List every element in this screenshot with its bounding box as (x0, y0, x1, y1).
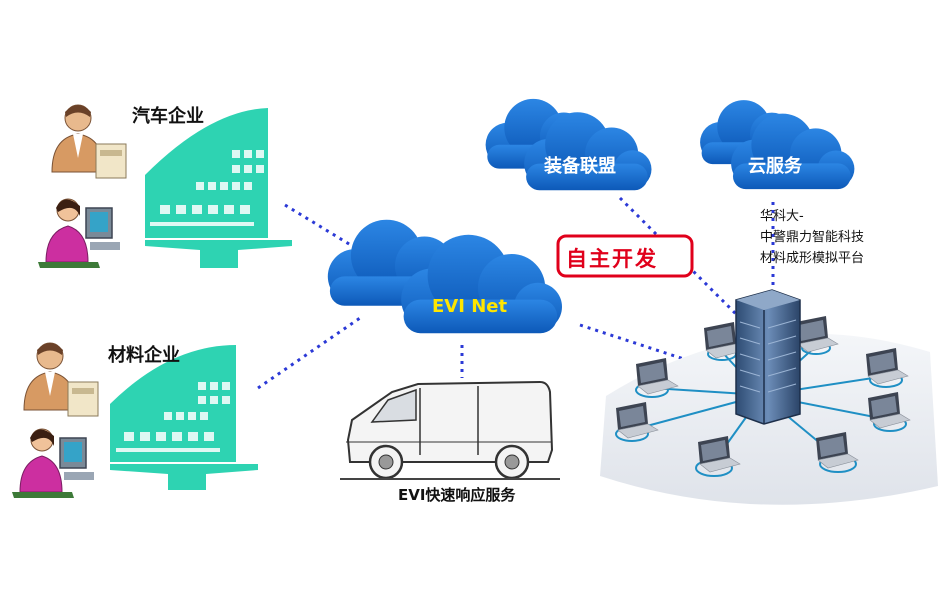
label-auto-enterprise: 汽车企业 (132, 106, 204, 127)
dotted-links (257, 196, 775, 390)
label-cloud-service: 云服务 (748, 156, 802, 177)
platform-line: 材料成形模拟平台 (760, 251, 865, 266)
label-independent-development: 自主开发 (566, 247, 658, 271)
building-icon (145, 108, 292, 268)
person-engineer-icon (51, 104, 127, 179)
building-auto-roof (145, 108, 268, 238)
link-auto-evinet (284, 203, 373, 260)
platform-line: 中警鼎力智能科技 (760, 230, 865, 245)
link-material-evinet (257, 316, 361, 390)
link-evinet-server (579, 323, 749, 382)
person-engineer-icon (23, 342, 99, 417)
label-equipment-alliance: 装备联盟 (544, 156, 616, 177)
van-icon (340, 380, 560, 480)
badge-frame (556, 234, 694, 278)
building-icon (110, 345, 258, 490)
label-platform: 华科大- 中警鼎力智能科技 材料成形模拟平台 (760, 206, 864, 269)
platform-line: 华科大- (760, 209, 804, 224)
label-material-enterprise: 材料企业 (108, 345, 180, 366)
label-van-service: EVI快速响应服务 (398, 486, 516, 504)
person-computer-icon (38, 198, 120, 268)
server-platform (600, 289, 938, 505)
person-computer-icon (12, 428, 94, 498)
server-icon (735, 289, 801, 425)
label-evi-net: EVI Net (432, 296, 508, 317)
